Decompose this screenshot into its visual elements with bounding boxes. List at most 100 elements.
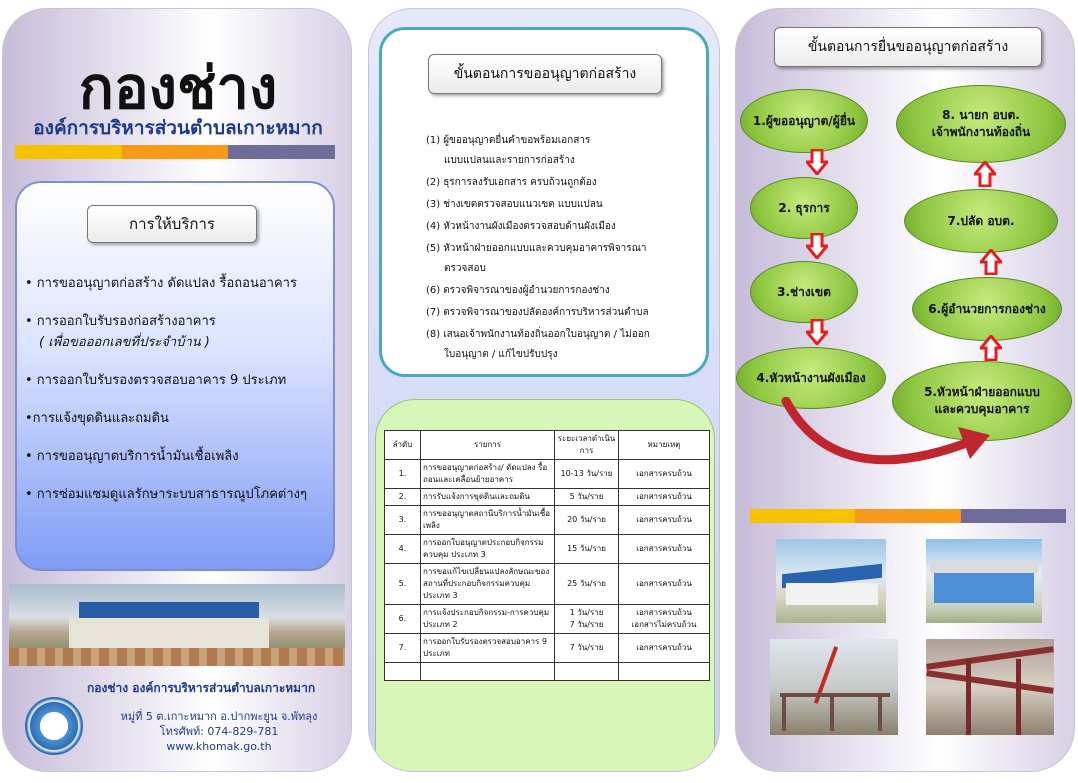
- website-link[interactable]: www.khomak.go.th: [166, 740, 272, 753]
- table-cell-no: 3.: [384, 505, 421, 535]
- arrow-up-icon: [980, 249, 1002, 275]
- permit-step-text: ตรวจสอบ: [444, 263, 486, 274]
- table-cell-item: การออกใบอนุญาตประกอบกิจกรรมควบคุม ประเภท…: [420, 534, 555, 564]
- table-cell-item: การแจ้งประกอบกิจกรรม-การควบคุมประเภท 2: [420, 604, 555, 634]
- arrow-up-icon: [974, 161, 996, 187]
- table-row: 1.การขออนุญาตก่อสร้าง/ ดัดแปลง รื้อถอนแล…: [384, 459, 710, 489]
- arrow-up-icon: [980, 335, 1002, 361]
- flow-node-engineering-director: 6.ผู้อำนวยการกองช่าง: [912, 277, 1062, 341]
- construction-photo: [926, 639, 1054, 735]
- table-cell-item: การรับแจ้งการขุดดินและถมดิน: [420, 488, 555, 506]
- flow-node-applicant: 1.ผู้ขออนุญาต/ผู้ยื่น: [740, 89, 868, 153]
- permit-step-text: หัวหน้าฝ่ายออกแบบและควบคุมอาคารพิจารณา: [443, 243, 647, 254]
- table-cell-item: การขออนุญาตสถานีบริการน้ำมันเชื้อเพลิง: [420, 505, 555, 535]
- permit-step-number: (3): [426, 199, 441, 210]
- permit-step-number: (8): [426, 329, 441, 340]
- service-item-label: • การออกใบรับรองก่อสร้างอาคาร: [25, 314, 216, 329]
- table-cell-note: เอกสารครบถ้วน: [618, 488, 710, 506]
- table-cell-note: เอกสารครบถ้วน: [618, 633, 710, 663]
- table-cell-time: 20 วัน/ราย: [554, 505, 619, 535]
- left-panel: กองช่าง องค์การบริหารส่วนตำบลเกาะหมาก กา…: [2, 8, 352, 772]
- table-cell-time: 5 วัน/ราย: [554, 488, 619, 506]
- flow-node-mayor: 8. นายก อบต. เจ้าพนักงานท้องถิ่น: [896, 85, 1066, 163]
- flow-node-mayor-line2: เจ้าพนักงานท้องถิ่น: [931, 125, 1031, 139]
- table-cell-no: 7.: [384, 633, 421, 663]
- col-header: ลำดับ: [384, 430, 421, 460]
- permit-step-text: ผู้ขออนุญาตยื่นคำขอพร้อมเอกสาร: [443, 135, 591, 146]
- arrow-down-icon: [806, 149, 828, 175]
- col-header: รายการ: [420, 430, 555, 460]
- table-cell-no: 6.: [384, 604, 421, 634]
- permit-step-text: ธุรการลงรับเอกสาร ครบถ้วนถูกต้อง: [443, 177, 597, 188]
- col-header: หมายเหตุ: [618, 430, 710, 460]
- permit-steps-list: (1) ผู้ขออนุญาตยื่นคำขอพร้อมเอกสารแบบแปล…: [426, 131, 686, 367]
- table-header-row: ลำดับ รายการ ระยะเวลาดำเนินการ หมายเหตุ: [384, 430, 710, 460]
- table-cell-note: เอกสารครบถ้วน: [618, 534, 710, 564]
- permit-step: (8) เสนอเจ้าพนักงานท้องถิ่นออกใบอนุญาต /…: [426, 325, 686, 365]
- permit-step-text: ช่างเขตตรวจสอบแนวเขต แบบแปลน: [443, 199, 603, 210]
- table-row: [384, 662, 710, 681]
- permit-step-number: (4): [426, 221, 441, 232]
- table-cell-no: 5.: [384, 563, 421, 605]
- table-cell-time: 1 วัน/ราย 7 วัน/ราย: [554, 604, 619, 634]
- curved-arrow-icon: [781, 397, 990, 465]
- flow-node-clerical: 2. ธุรการ: [750, 177, 858, 239]
- arrow-down-icon: [806, 319, 828, 345]
- flow-node-design-control-line2: และควบคุมอาคาร: [934, 402, 1030, 416]
- permit-step-text: ตรวจพิจารณาของปลัดองค์การบริหารส่วนตำบล: [443, 307, 649, 318]
- col-header: ระยะเวลาดำเนินการ: [554, 430, 619, 460]
- table-cell-no: 4.: [384, 534, 421, 564]
- table-cell-note: เอกสารครบถ้วน: [618, 459, 710, 489]
- permit-step-number: (5): [426, 243, 441, 254]
- service-item: • การซ่อมแซมดูแลรักษาระบบสาธารณูปโภคต่าง…: [25, 487, 307, 502]
- table-cell-item: การออกใบรับรองตรวจสอบอาคาร 9 ประเภท: [420, 633, 555, 663]
- service-item: •การแจ้งขุดดินและถมดิน: [25, 411, 169, 426]
- flow-node-zone-technician: 3.ช่างเขต: [750, 261, 858, 323]
- table-row: 4.การออกใบอนุญาตประกอบกิจกรรมควบคุม ประเ…: [384, 534, 710, 564]
- table-cell-time: 25 วัน/ราย: [554, 563, 619, 605]
- service-item: • การออกใบรับรองตรวจสอบอาคาร 9 ประเภท: [25, 373, 287, 388]
- permit-step-text: ใบอนุญาต / แก้ไขปรับปรุง: [444, 349, 558, 360]
- service-table-box: ลำดับ รายการ ระยะเวลาดำเนินการ หมายเหตุ …: [375, 399, 715, 771]
- table-cell-item: การขออนุญาตก่อสร้าง/ ดัดแปลง รื้อถอนและเ…: [420, 459, 555, 489]
- table-row: 6.การแจ้งประกอบกิจกรรม-การควบคุมประเภท 2…: [384, 604, 710, 634]
- permit-step-text: ตรวจพิจารณาของผู้อำนวยการกองช่าง: [443, 285, 610, 296]
- arrow-down-icon: [806, 233, 828, 259]
- permit-step: (5) หัวหน้าฝ่ายออกแบบและควบคุมอาคารพิจาร…: [426, 239, 686, 279]
- permit-step-text: แบบแปลนและรายการก่อสร้าง: [444, 155, 575, 166]
- permit-step: (1) ผู้ขออนุญาตยื่นคำขอพร้อมเอกสารแบบแปล…: [426, 131, 686, 171]
- flow-node-design-control-head: 5.หัวหน้าฝ่ายออกแบบและควบคุมอาคาร: [892, 361, 1072, 441]
- service-item: • การขออนุญาตบริการน้ำมันเชื้อเพลิง: [25, 449, 239, 464]
- flow-node-design-control-line1: 5.หัวหน้าฝ่ายออกแบบ: [924, 385, 1040, 399]
- organization-seal-icon: [25, 697, 83, 755]
- service-item: • การออกใบรับรองก่อสร้างอาคาร ( เพื่อขออ…: [25, 311, 331, 353]
- construction-photo: [776, 539, 886, 623]
- service-item: • การขออนุญาตก่อสร้าง ดัดแปลง รื้อถอนอาค…: [25, 276, 297, 291]
- permit-step-text: หัวหน้างานผังเมืองตรวจสอบด้านผังเมือง: [443, 221, 616, 232]
- flow-node-mayor-line1: 8. นายก อบต.: [942, 108, 1020, 122]
- table-cell-time: 10-13 วัน/ราย: [554, 459, 619, 489]
- permit-step-number: (2): [426, 177, 441, 188]
- services-list: • การขออนุญาตก่อสร้าง ดัดแปลง รื้อถอนอาค…: [25, 273, 331, 522]
- table-cell-item: การขอแก้ไขเปลี่ยนแปลงลักษณะของสถานที่ประ…: [420, 563, 555, 605]
- table-cell-note: เอกสารครบถ้วน เอกสารไม่ครบถ้วน: [618, 604, 710, 634]
- middle-panel: ขั้นตอนการขออนุญาตก่อสร้าง (1) ผู้ขออนุญ…: [368, 8, 720, 772]
- services-heading: การให้บริการ: [87, 205, 257, 243]
- table-cell-time: 15 วัน/ราย: [554, 534, 619, 564]
- phone: โทรศัพท์: 074-829-781: [159, 725, 279, 738]
- table-row: 3.การขออนุญาตสถานีบริการน้ำมันเชื้อเพลิง…: [384, 505, 710, 535]
- table-cell-note: เอกสารครบถ้วน: [618, 505, 710, 535]
- services-box: การให้บริการ • การขออนุญาตก่อสร้าง ดัดแป…: [15, 181, 335, 571]
- organization-name: องค์การบริหารส่วนตำบลเกาะหมาก: [33, 117, 323, 139]
- permit-step: (7) ตรวจพิจารณาของปลัดองค์การบริหารส่วนต…: [426, 303, 686, 323]
- flow-heading: ขั้นตอนการยื่นขออนุญาตก่อสร้าง: [774, 27, 1042, 67]
- flow-node-city-planning-head: 4.หัวหน้างานผังเมือง: [736, 347, 886, 409]
- flow-node-chief-admin: 7.ปลัด อบต.: [904, 189, 1058, 253]
- footer-organization: กองช่าง องค์การบริหารส่วนตำบลเกาะหมาก: [87, 681, 316, 695]
- permit-step-number: (7): [426, 307, 441, 318]
- permit-step: (2) ธุรการลงรับเอกสาร ครบถ้วนถูกต้อง: [426, 173, 686, 193]
- permit-step: (3) ช่างเขตตรวจสอบแนวเขต แบบแปลน: [426, 195, 686, 215]
- department-title: กองช่าง: [78, 54, 278, 122]
